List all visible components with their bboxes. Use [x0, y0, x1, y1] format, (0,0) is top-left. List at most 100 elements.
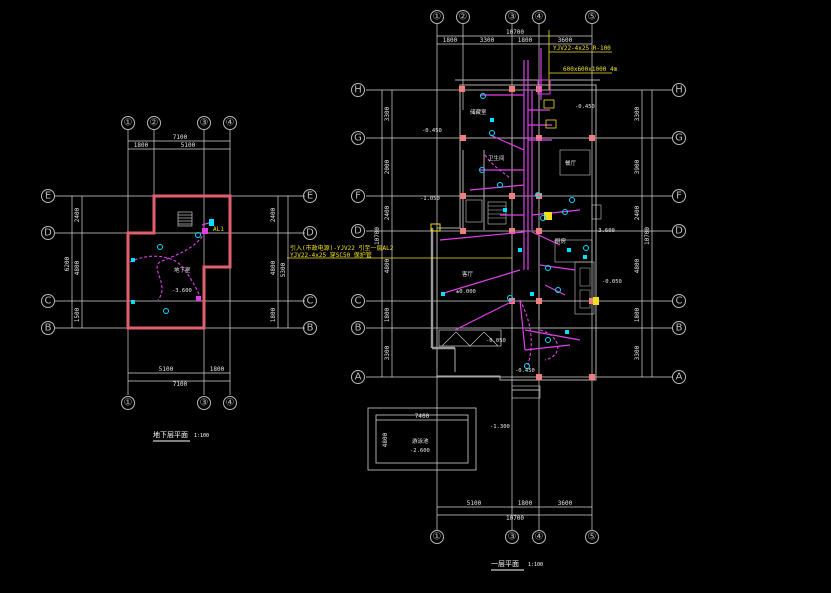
- basement-plan: ① ② ③ ④ ① ③ ④ E D C B E D C B 7100 1800 …: [41, 116, 317, 442]
- axis-label: E: [307, 191, 313, 202]
- first-floor-labels: -0.450 -0.450 -1.050 ±0.000 -0.050 -0.45…: [420, 104, 622, 430]
- dim-text: 1800: [384, 307, 391, 322]
- axis-label: ③: [508, 532, 517, 543]
- drawing-title: 一层平面: [491, 560, 519, 568]
- axis-label: ②: [150, 118, 159, 129]
- axis-label: C: [45, 296, 52, 307]
- dim-text: 2400: [384, 205, 391, 220]
- first-floor-walls: [430, 79, 602, 399]
- dim-text: 5100: [181, 142, 196, 149]
- dim-text: 2000: [384, 159, 391, 174]
- first-floor-row-axes-right: H G F D C B A: [672, 83, 686, 384]
- axis-label: B: [676, 323, 683, 334]
- dim-text: 1800: [518, 500, 533, 507]
- dim-text: 2400: [634, 205, 641, 220]
- axis-label: D: [675, 226, 683, 237]
- incoming-note: 引入(市政电源)-YJV22 引至一层AL2: [290, 244, 394, 252]
- axis-label: ⑤: [588, 532, 597, 543]
- dim-text: 1800: [210, 366, 225, 373]
- room-tag: 游泳池: [412, 437, 429, 445]
- dim-text: 1800: [518, 37, 533, 44]
- axis-label: ④: [535, 12, 544, 23]
- dim-text: 5100: [159, 366, 174, 373]
- first-floor-top-axes: ① ② ③ ④ ⑤: [430, 10, 599, 24]
- dim-text: 10700: [506, 515, 524, 522]
- dim-text: 3300: [480, 37, 495, 44]
- dim-text: 3600: [558, 500, 573, 507]
- axis-label: C: [355, 296, 362, 307]
- axis-label: G: [675, 133, 683, 144]
- axis-label: H: [675, 85, 683, 96]
- axis-label: A: [355, 372, 362, 383]
- axis-label: H: [354, 85, 362, 96]
- drawing-title: 地下层平面: [153, 430, 188, 439]
- axis-label: ①: [124, 118, 133, 129]
- box-label: 600x600x1000 4m: [563, 66, 618, 73]
- basement-top-axes: ① ② ③ ④: [121, 116, 237, 130]
- basement-row-axes-left: E D C B: [41, 189, 55, 335]
- room-tag: 储藏室: [470, 108, 487, 116]
- dim-text: 10700: [374, 227, 381, 245]
- axis-label: D: [44, 228, 52, 239]
- basement-bottom-axes: ① ③ ④: [121, 396, 237, 410]
- dim-text: 1800: [443, 37, 458, 44]
- basement-title: 地下层平面 1:100: [153, 430, 209, 442]
- first-floor-dimensions: 10700 1800 3300 1800 3600 5100 1800 3600…: [374, 29, 651, 522]
- axis-label: ④: [226, 398, 235, 409]
- level-label: -3.600: [595, 228, 615, 234]
- axis-label: ⑤: [588, 12, 597, 23]
- level-label: -0.450: [575, 104, 595, 110]
- cable-annotations: YJV22-4x25 R-100 600x600x1000 4m 引入(市政电源…: [287, 30, 618, 259]
- dim-text: 1800: [634, 307, 641, 322]
- dim-text: 10700: [506, 29, 524, 36]
- axis-label: B: [355, 323, 362, 334]
- level-label: -0.450: [422, 128, 442, 134]
- axis-label: ①: [433, 532, 442, 543]
- axis-label: B: [307, 323, 314, 334]
- panel-tag: AL1: [213, 226, 224, 233]
- dim-text: 3900: [634, 159, 641, 174]
- dim-text: 3300: [384, 106, 391, 121]
- dim-text: 6200: [64, 256, 71, 271]
- dim-text: 4800: [270, 260, 277, 275]
- axis-label: ④: [535, 532, 544, 543]
- swimming-pool: 7400 4800 游泳池 -2.600: [367, 407, 477, 471]
- axis-label: ③: [508, 12, 517, 23]
- dim-text: 7100: [173, 381, 188, 388]
- basement-grid: [55, 130, 305, 395]
- room-label: 地下室: [174, 266, 191, 274]
- drawing-scale: 1:100: [194, 433, 209, 439]
- level-label: -1.300: [490, 424, 510, 430]
- dim-text: 4800: [634, 258, 641, 273]
- axis-label: G: [354, 133, 362, 144]
- first-floor-row-axes-left: H G F D C B A: [351, 83, 365, 384]
- drawing-scale: 1:100: [528, 562, 543, 568]
- level-label: -2.600: [410, 448, 430, 454]
- room-tag: 卫生间: [488, 154, 505, 162]
- dim-text: 3300: [634, 345, 641, 360]
- basement-row-axes-right: E D C B: [303, 189, 317, 335]
- column-markers: [459, 86, 595, 380]
- axis-label: ①: [433, 12, 442, 23]
- first-floor-grid: [366, 24, 672, 530]
- level-label: -0.050: [486, 338, 506, 344]
- level-label: -0.450: [515, 368, 535, 374]
- dim-text: 4800: [74, 260, 81, 275]
- dim-text: 1800: [270, 307, 277, 322]
- room-tag: 客厅: [462, 270, 474, 278]
- dim-text: 4800: [382, 432, 389, 447]
- axis-label: ②: [459, 12, 468, 23]
- dim-text: 2400: [74, 207, 81, 222]
- dim-text: 3300: [634, 106, 641, 121]
- dim-text: 5100: [467, 500, 482, 507]
- basement-wiring: 地下室 -3.600 AL1: [129, 219, 224, 314]
- level-label: ±0.000: [456, 289, 476, 295]
- dim-text: 7100: [173, 134, 188, 141]
- axis-label: C: [676, 296, 683, 307]
- axis-label: D: [354, 226, 362, 237]
- incoming-note: YJV22-4x25 穿SC50 保护管: [290, 251, 372, 259]
- level-label: -1.050: [420, 196, 440, 202]
- dim-text: 3300: [384, 345, 391, 360]
- room-tag: 厨房: [555, 237, 567, 245]
